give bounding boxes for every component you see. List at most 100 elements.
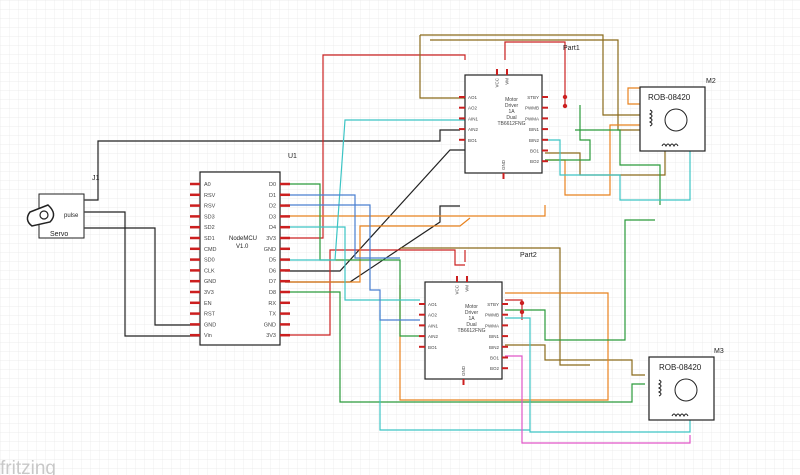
wire-magenta	[505, 355, 691, 444]
m3-rotor-icon	[674, 378, 698, 402]
part2-right-pin-label: BIN1	[489, 334, 500, 339]
part1-left-pin-label: AO1	[468, 95, 478, 100]
u1-right-pin-label: GND	[264, 322, 276, 328]
part2-bottom-pin-label: GND	[461, 365, 466, 376]
part2-right-pin-label: STBY	[487, 302, 499, 307]
part2-right-pin-label: PWMA	[485, 323, 499, 328]
u1-right-pin-label: GND	[264, 247, 276, 253]
wire-green-d8	[285, 291, 645, 403]
part2-center-line: 1A	[468, 316, 475, 322]
u1-right-pin-label: D7	[269, 279, 276, 285]
part1-center-line: Motor	[505, 97, 518, 103]
part2-pins: AO1AO2AIN1AIN2BO1STBYPWMBPWMABIN1BIN2BO1…	[419, 276, 508, 385]
u1-body	[199, 171, 281, 346]
u1-right-pin-label: D8	[269, 290, 276, 296]
wire-cyan-d4	[285, 226, 420, 301]
part2-right-pin-label: BO1	[490, 356, 500, 361]
part1-right-pin-label: PWMB	[525, 106, 539, 111]
servo-j1[interactable]: J1 pulse Servo	[26, 175, 100, 239]
u1-right-pin-label: D0	[269, 182, 276, 188]
part2-right-pin-label: BIN2	[489, 345, 500, 350]
wire-green-part1	[545, 105, 591, 161]
u1-right-pin-label: 3V3	[266, 333, 276, 339]
u1-right-pin-label: D2	[269, 204, 276, 210]
junction-dots	[519, 94, 568, 315]
part1-top-pin-label: VM	[505, 78, 510, 85]
u1-right-pin-label: 3V3	[266, 236, 276, 242]
junction-dot	[519, 300, 525, 306]
part1-right-pin-label: BIN1	[529, 127, 540, 132]
stepper-motor-m2[interactable]: M2 ROB-08420	[639, 78, 716, 152]
m3-coil-icon	[657, 379, 662, 397]
u1-left-pin-label: GND	[204, 279, 216, 285]
u1-right-pin-label: D5	[269, 258, 276, 264]
part1-center-line: Driver	[505, 103, 519, 109]
part2-right-pin-label: BO2	[490, 366, 500, 371]
m2-rotor-icon	[664, 108, 688, 132]
wire-cyan-bottom	[379, 310, 530, 431]
u1-left-pin-label: RSV	[204, 204, 216, 210]
wire-orange-part2	[399, 285, 609, 401]
u1-left-pin-label: RST	[204, 312, 216, 318]
servo-shaft-icon	[39, 210, 49, 220]
part2-right-pin-label: PWMB	[485, 313, 499, 318]
u1-right-pin-label: D1	[269, 193, 276, 199]
part2-left-pin-label: AO2	[428, 313, 438, 318]
u1-right-pin-label: D3	[269, 214, 276, 220]
part1-center-line: TB6612FNG	[497, 121, 525, 127]
part2-left-pin-label: AIN1	[428, 323, 439, 328]
part2-center-line: Dual	[466, 322, 476, 328]
wire-brown-part2	[400, 247, 590, 366]
m2-ref-label: M2	[706, 78, 716, 85]
part2-left-pin-label: AIN2	[428, 334, 439, 339]
u1-left-pin-label: CLK	[204, 268, 215, 274]
wire-red-part1-vm	[504, 41, 566, 105]
u1-subtitle: V1.0	[236, 244, 249, 250]
wire-cyan-part1	[545, 139, 691, 201]
wire-brown-part2-b	[505, 344, 645, 376]
wire-black-servo-gnd	[85, 227, 200, 326]
servo-title: Servo	[50, 231, 68, 238]
wires	[85, 34, 691, 444]
servo-ref-label: J1	[92, 175, 100, 182]
part1-left-pin-label: BO1	[468, 138, 478, 143]
wire-black-servo-top	[85, 129, 460, 201]
u1-left-pin-label: CMD	[204, 247, 217, 253]
part1-bottom-pin-label: GND	[501, 159, 506, 170]
wire-green-d0	[285, 183, 420, 337]
part2-center-line: Driver	[465, 310, 479, 316]
u1-left-pin-label: 3V3	[204, 290, 214, 296]
junction-dot	[562, 103, 568, 109]
u1-right-pin-label: D6	[269, 268, 276, 274]
wire-green-part2	[505, 219, 655, 341]
m3-coil2-icon	[671, 413, 689, 418]
part2-center-line: TB6612FNG	[457, 328, 485, 334]
part1-left-pin-label: AIN1	[468, 116, 479, 121]
wire-black-servo-mid	[85, 211, 200, 337]
nodemcu-u1[interactable]: U1 NodeMCU V1.0 A0RSVRSVSD3SD2SD1CMDSD0C…	[190, 153, 297, 346]
u1-right-pin-label: TX	[269, 312, 276, 318]
u1-left-pins: A0RSVRSVSD3SD2SD1CMDSD0CLKGND3V3ENRSTGND…	[190, 182, 217, 339]
stepper-motor-m3[interactable]: M3 ROB-08420	[648, 348, 724, 421]
part1-left-pin-label: AO2	[468, 106, 478, 111]
part2-left-pin-label: AO1	[428, 302, 438, 307]
wire-cyan-part2	[505, 317, 691, 433]
part1-center-line: 1A	[508, 109, 515, 115]
part1-right-pin-label: BIN2	[529, 138, 540, 143]
wire-red-3v3-top	[285, 54, 466, 239]
part2-body	[424, 281, 503, 380]
part2-left-pin-label: BO1	[428, 345, 438, 350]
part1-center-line: Dual	[506, 115, 516, 121]
u1-left-pin-label: Vin	[204, 333, 212, 339]
part1-top-pin-label: VCC	[495, 77, 500, 87]
u1-left-pin-label: SD2	[204, 225, 215, 231]
wire-brown-m2	[420, 34, 643, 116]
u1-left-pin-label: EN	[204, 301, 212, 307]
part1-body	[464, 74, 543, 174]
part1-left-pin-label: AIN2	[468, 127, 479, 132]
